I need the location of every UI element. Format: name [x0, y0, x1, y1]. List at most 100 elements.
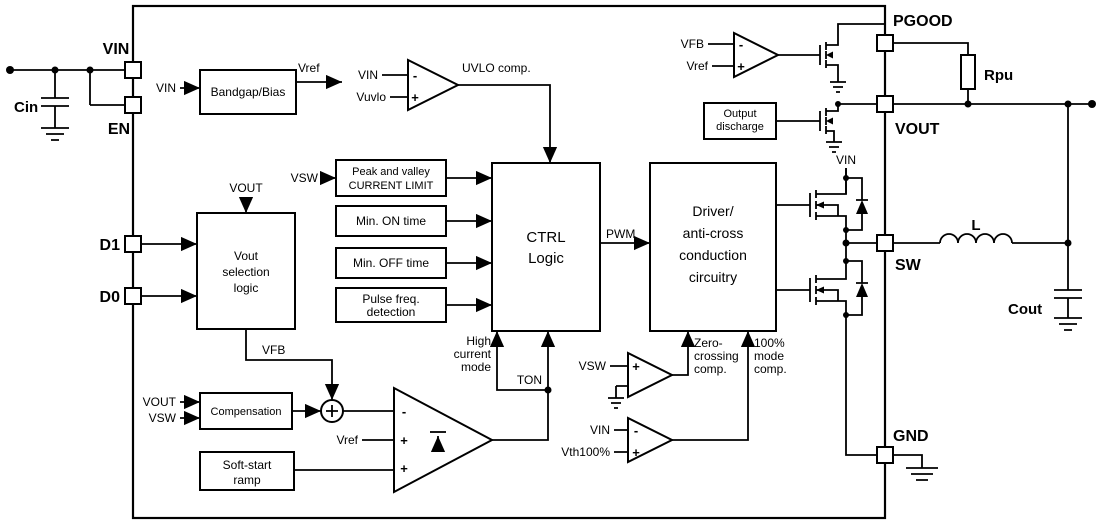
pin-label-sw: SW	[895, 257, 922, 274]
hs-body-arrow	[816, 201, 824, 209]
signal-100mode-2: mode	[754, 349, 784, 363]
dis-body-arrow	[826, 117, 833, 125]
zero-crossing-comparator	[627, 351, 675, 399]
bandgap-bias-block	[199, 69, 297, 115]
pgood-mosfet	[819, 23, 886, 93]
low-side-mosfet	[809, 243, 877, 456]
signal-zc-1: Zero-	[694, 336, 723, 350]
signal-hcm-2: current	[454, 347, 492, 361]
signal-zc-2: crossing	[694, 349, 739, 363]
label-cout: Cout	[1008, 301, 1042, 318]
pin-label-vin: VIN	[103, 41, 130, 58]
pin-vin	[124, 61, 142, 79]
signal-vin-uvlo: VIN	[358, 68, 378, 82]
junction-dot	[51, 66, 59, 74]
pin-label-d0: D0	[100, 289, 121, 306]
output-discharge-block	[703, 102, 777, 140]
wire-uvlo-inputs	[382, 74, 408, 98]
min-on-time-block	[335, 205, 447, 237]
pin-sw	[876, 234, 894, 252]
signal-vth100: Vth100%	[561, 445, 610, 459]
wire-100mode-to-driver	[672, 331, 756, 441]
signal-hcm-1: High	[466, 334, 491, 348]
signal-uvlo-comp: UVLO comp.	[462, 61, 531, 75]
ton-junction-dot	[544, 386, 552, 394]
wire-erroramp-inputs	[294, 410, 394, 471]
diode-junction-dot	[843, 258, 849, 264]
input-terminal-dot	[6, 66, 14, 74]
min-off-time-block	[335, 247, 447, 279]
high-side-mosfet	[809, 168, 868, 243]
pgood-plus-sign: +	[737, 59, 745, 74]
wire-ton	[492, 331, 556, 441]
hs-body-diode-wire	[846, 177, 868, 231]
pin-label-en: EN	[108, 121, 130, 138]
diode-junction-dot	[843, 312, 849, 318]
signal-vin-bandgap: VIN	[156, 81, 176, 95]
100mode-plus-sign: +	[632, 445, 640, 460]
uvlo-minus-sign: -	[413, 68, 417, 83]
vout-internal-junction-dot	[835, 101, 841, 107]
sw-junction-dot	[842, 239, 850, 247]
label-inductor: L	[971, 217, 980, 234]
diode-junction-dot	[843, 227, 849, 233]
pfd-label-1: Pulse freq.	[362, 292, 419, 306]
ic-outline	[131, 4, 887, 520]
signal-vref-pgood: Vref	[686, 59, 708, 73]
signal-vfb: VFB	[262, 343, 285, 357]
wire-zerocross-inputs-ground	[608, 365, 628, 409]
vsel-label-1: Vout	[234, 249, 259, 263]
signal-hcm-3: mode	[461, 360, 491, 374]
ls-body-diode-wire	[846, 260, 868, 316]
100-mode-comparator	[627, 416, 675, 464]
uvlo-plus-sign: +	[411, 90, 419, 105]
label-cin: Cin	[14, 99, 38, 116]
ls-body-diode	[856, 283, 868, 297]
pg-body-arrow	[826, 51, 833, 59]
pin-label-pgood: PGOOD	[893, 13, 953, 30]
erroramp-plus-sign-2: +	[400, 461, 408, 476]
driver-label-2: anti-cross	[683, 225, 744, 241]
erroramp-plus-sign-1: +	[400, 433, 408, 448]
wire-pgood-comp-inputs	[708, 43, 734, 67]
wire-external-input	[10, 69, 125, 141]
wire-zerocross-to-driver	[672, 331, 696, 376]
wire-vfb	[245, 329, 340, 400]
signal-ton: TON	[517, 373, 542, 387]
driver-label-4: circuitry	[689, 269, 737, 285]
ctrl-label-2: Logic	[528, 250, 564, 267]
pulse-freq-detection-block	[335, 287, 447, 323]
wire-external-right	[893, 42, 1092, 481]
ctrl-logic-block	[491, 162, 601, 332]
signal-vout-comp: VOUT	[143, 395, 177, 409]
bandgap-label: Bandgap/Bias	[211, 85, 286, 99]
driver-label-1: Driver/	[692, 203, 733, 219]
signal-vsw-ilim: VSW	[291, 171, 319, 185]
ctrl-label-1: CTRL	[526, 229, 565, 246]
signal-vsw-comp: VSW	[149, 411, 177, 425]
ls-body-arrow	[816, 286, 824, 294]
min-off-label: Min. OFF time	[353, 256, 429, 270]
inductor-coil	[939, 233, 1013, 244]
output-discharge-label-2: discharge	[716, 121, 764, 133]
pin-d1	[124, 235, 142, 253]
pin-d0	[124, 287, 142, 305]
pin-gnd	[876, 446, 894, 464]
rpu-junction-dot	[964, 100, 972, 108]
discharge-mosfet	[819, 104, 842, 153]
ilim-label-2: CURRENT LIMIT	[349, 180, 434, 192]
signal-zc-3: comp.	[694, 362, 727, 376]
signal-vref-erroramp: Vref	[336, 433, 358, 447]
compensation-block	[199, 392, 293, 430]
current-limit-block	[335, 159, 447, 197]
min-on-label: Min. ON time	[356, 214, 426, 228]
soft-start-label-2: ramp	[233, 473, 261, 487]
pfd-label-2: detection	[367, 305, 416, 319]
signal-pwm: PWM	[606, 227, 635, 241]
pgood-comparator	[733, 31, 781, 79]
soft-start-block	[199, 451, 295, 491]
pin-pgood	[876, 34, 894, 52]
soft-start-label-1: Soft-start	[223, 458, 272, 472]
